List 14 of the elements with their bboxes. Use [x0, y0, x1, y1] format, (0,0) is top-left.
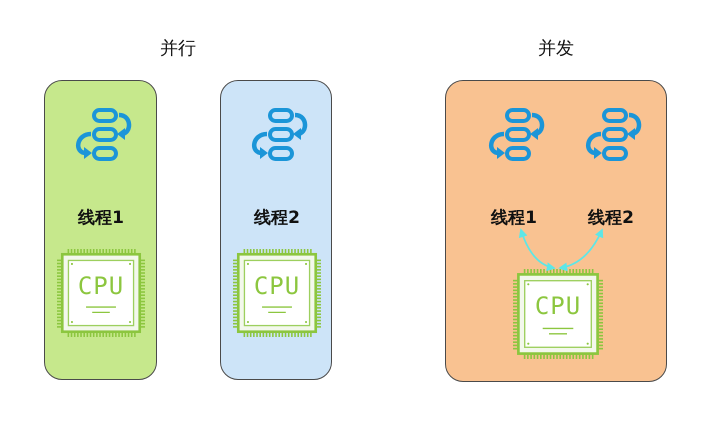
thread-label: 线程1 — [490, 207, 538, 229]
panel — [220, 80, 332, 380]
section-title: 并行 — [160, 37, 196, 60]
cpu-label: CPU — [534, 292, 582, 320]
thread-label: 线程2 — [252, 207, 301, 229]
cpu-label: CPU — [76, 272, 126, 300]
double-arrow — [519, 228, 556, 271]
double-arrow — [558, 228, 603, 272]
thread-label: 线程1 — [76, 207, 125, 229]
cpu-label: CPU — [252, 272, 302, 300]
panel — [44, 80, 157, 380]
section-title: 并发 — [538, 37, 574, 60]
panel — [445, 80, 667, 382]
thread-label: 线程2 — [586, 207, 635, 229]
